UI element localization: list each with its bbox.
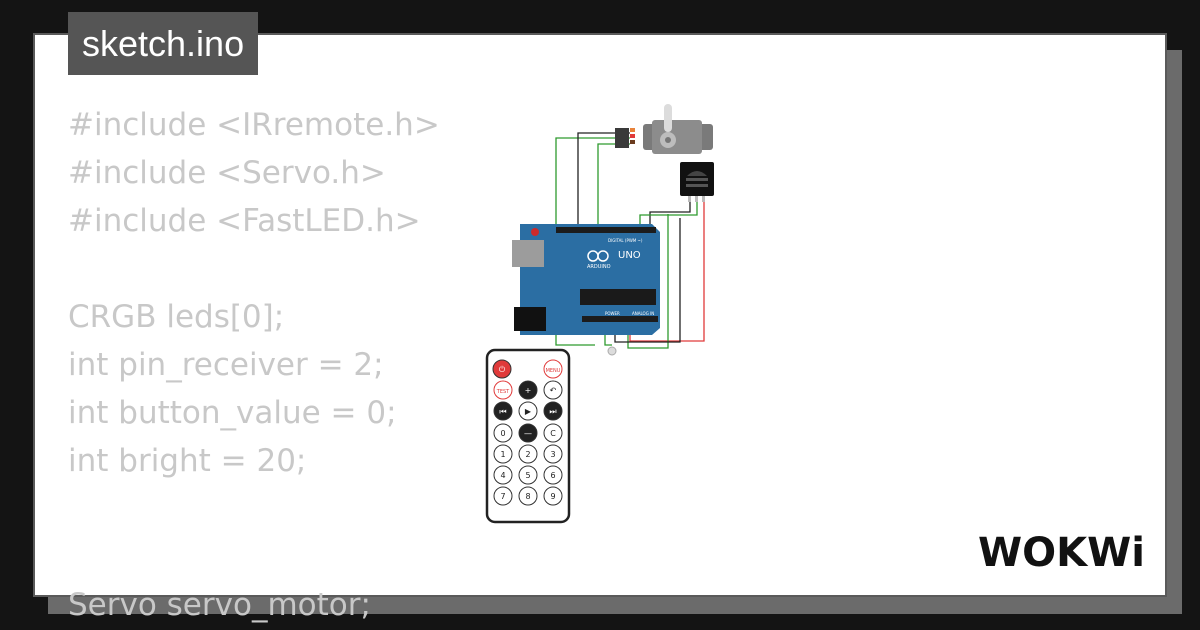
remote-button xyxy=(543,401,563,421)
remote-buttons: ⏻ MENU TEST + ↶ ⏮ ▶ ⏭ 0 — C 1 2 3 4 5 6 7 8 9 xyxy=(492,359,563,506)
reset-button xyxy=(531,228,539,236)
remote-button xyxy=(543,465,563,485)
remote-button xyxy=(518,465,538,485)
remote-button xyxy=(493,465,513,485)
remote-button-label: 3 xyxy=(550,450,555,459)
code-line xyxy=(68,533,440,581)
remote-button xyxy=(493,401,513,421)
remote-button-label: + xyxy=(525,386,532,395)
wokwi-logo-icon: WOKWi xyxy=(978,530,1145,576)
servo-motor-icon xyxy=(615,104,713,154)
remote-button xyxy=(493,444,513,464)
remote-button-label: ▶ xyxy=(525,407,532,416)
code-line xyxy=(68,245,440,293)
code-line: int button_value = 0; xyxy=(68,395,397,431)
remote-button-label: 1 xyxy=(500,450,505,459)
led-icon xyxy=(607,346,617,356)
board-analog-label: ANALOG IN xyxy=(632,311,654,316)
remote-button-label: 4 xyxy=(500,471,505,480)
remote-button xyxy=(518,401,538,421)
remote-button-label: 8 xyxy=(525,492,530,501)
remote-button-label: ↶ xyxy=(549,386,557,395)
arduino-uno-icon: UNO ARDUINO DIGITAL (PWM ~) POWER ANALOG… xyxy=(512,224,660,335)
remote-button xyxy=(543,444,563,464)
ir-receiver-icon xyxy=(680,162,714,202)
remote-button xyxy=(493,380,513,400)
remote-button xyxy=(518,380,538,400)
remote-button-label: 9 xyxy=(550,492,555,501)
remote-button-label: C xyxy=(550,429,556,438)
remote-button-label: TEST xyxy=(496,389,510,395)
wokwi-logo-text: WOKWi xyxy=(978,530,1145,576)
code-line: int pin_receiver = 2; xyxy=(68,347,384,383)
circuit-diagram: UNO ARDUINO DIGITAL (PWM ~) POWER ANALOG… xyxy=(485,104,714,524)
board-brand-label: ARDUINO xyxy=(587,264,611,270)
code-preview: #include <IRremote.h> #include <Servo.h> #… xyxy=(68,101,440,629)
remote-button xyxy=(492,359,512,379)
remote-button-label: 5 xyxy=(525,471,530,480)
board-digital-label: DIGITAL (PWM ~) xyxy=(608,238,643,243)
wire-green-servo-2 xyxy=(597,143,630,225)
remote-button-label: 6 xyxy=(550,471,555,480)
wire-black-2 xyxy=(614,218,681,343)
remote-button-label: ⏻ xyxy=(499,365,506,374)
remote-button-label: — xyxy=(524,429,532,438)
remote-button-label: ⏮ xyxy=(499,407,506,416)
remote-button-label: ⏭ xyxy=(549,407,556,416)
remote-button xyxy=(518,423,538,443)
remote-button xyxy=(543,380,563,400)
wire-red-ir xyxy=(629,196,705,342)
board-model-label: UNO xyxy=(618,250,641,261)
code-line: int bright = 20; xyxy=(68,443,307,479)
board-power-label: POWER xyxy=(605,311,620,316)
remote-button xyxy=(543,423,563,443)
remote-button xyxy=(543,359,563,379)
remote-button xyxy=(518,444,538,464)
remote-button xyxy=(518,486,538,506)
code-line: CRGB leds[0]; xyxy=(68,299,285,335)
code-line xyxy=(68,485,440,533)
remote-button-label: 0 xyxy=(500,429,505,438)
code-line: #include <Servo.h> xyxy=(68,155,386,191)
code-line: #include <FastLED.h> xyxy=(68,203,421,239)
wires xyxy=(555,132,705,349)
remote-button xyxy=(493,423,513,443)
code-line: #include <IRremote.h> xyxy=(68,107,440,143)
wire-black-ir xyxy=(649,196,691,225)
remote-button xyxy=(493,486,513,506)
remote-button-label: 7 xyxy=(500,492,505,501)
wire-black-servo xyxy=(577,132,630,225)
code-line: Servo servo_motor; xyxy=(68,587,371,623)
sketch-filename: sketch.ino xyxy=(68,12,259,75)
wire-green-led xyxy=(604,332,612,346)
remote-button-label: MENU xyxy=(546,368,561,374)
remote-button xyxy=(543,486,563,506)
wire-green-1 xyxy=(627,214,669,349)
remote-button-label: 2 xyxy=(525,450,530,459)
